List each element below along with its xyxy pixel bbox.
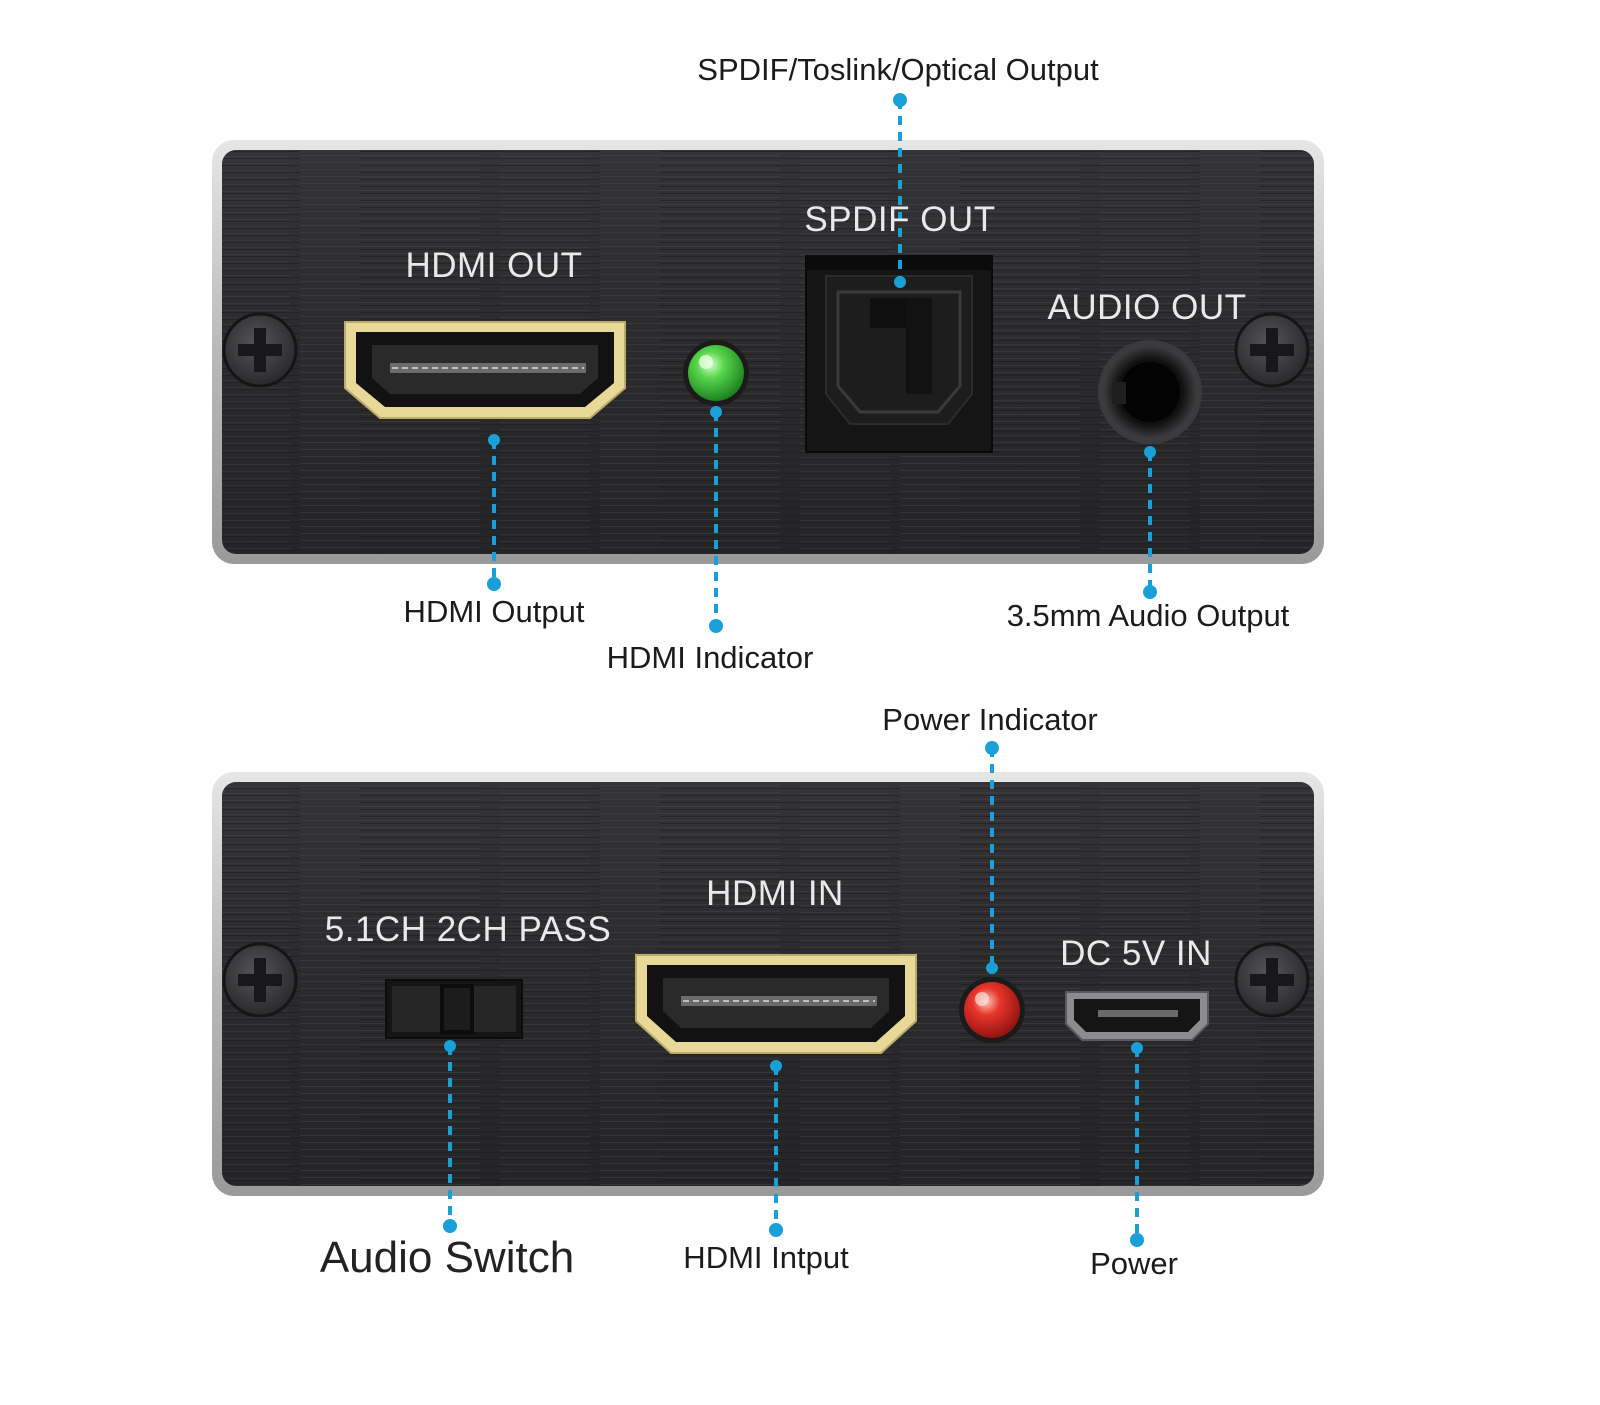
bottom-panel	[212, 772, 1324, 1196]
leader-dots	[443, 93, 1157, 1247]
audio-jack-icon[interactable]	[1098, 340, 1202, 444]
callout-power-indicator: Power Indicator	[882, 702, 1098, 737]
label-dc-in: DC 5V IN	[1060, 934, 1212, 973]
label-spdif-out: SPDIF OUT	[804, 200, 996, 239]
callout-hdmi-input: HDMI Intput	[683, 1240, 849, 1275]
label-audio-switch-modes: 5.1CH 2CH PASS	[324, 910, 612, 949]
screw-icon	[222, 942, 298, 1018]
hdmi-port-icon[interactable]	[344, 321, 626, 419]
callout-hdmi-indicator: HDMI Indicator	[606, 640, 814, 675]
callout-power: Power	[1090, 1246, 1178, 1281]
callout-hdmi-output: HDMI Output	[403, 594, 585, 629]
top-panel	[212, 140, 1324, 564]
slide-switch-icon[interactable]	[385, 979, 523, 1039]
power-indicator-led-icon	[959, 977, 1025, 1043]
screw-icon	[222, 312, 298, 388]
leader-lines	[448, 100, 1152, 1240]
callout-audio-output: 3.5mm Audio Output	[1006, 598, 1290, 633]
label-hdmi-out: HDMI OUT	[405, 246, 583, 285]
hdmi-indicator-led-icon	[683, 340, 749, 406]
screw-icon	[1234, 312, 1310, 388]
label-audio-out: AUDIO OUT	[1047, 288, 1247, 327]
hdmi-port-icon[interactable]	[635, 954, 917, 1054]
callout-audio-switch: Audio Switch	[319, 1233, 575, 1282]
usb-port-icon[interactable]	[1065, 991, 1209, 1041]
screw-icon	[1234, 942, 1310, 1018]
callout-spdif-output: SPDIF/Toslink/Optical Output	[697, 52, 1099, 87]
label-hdmi-in: HDMI IN	[706, 874, 844, 913]
